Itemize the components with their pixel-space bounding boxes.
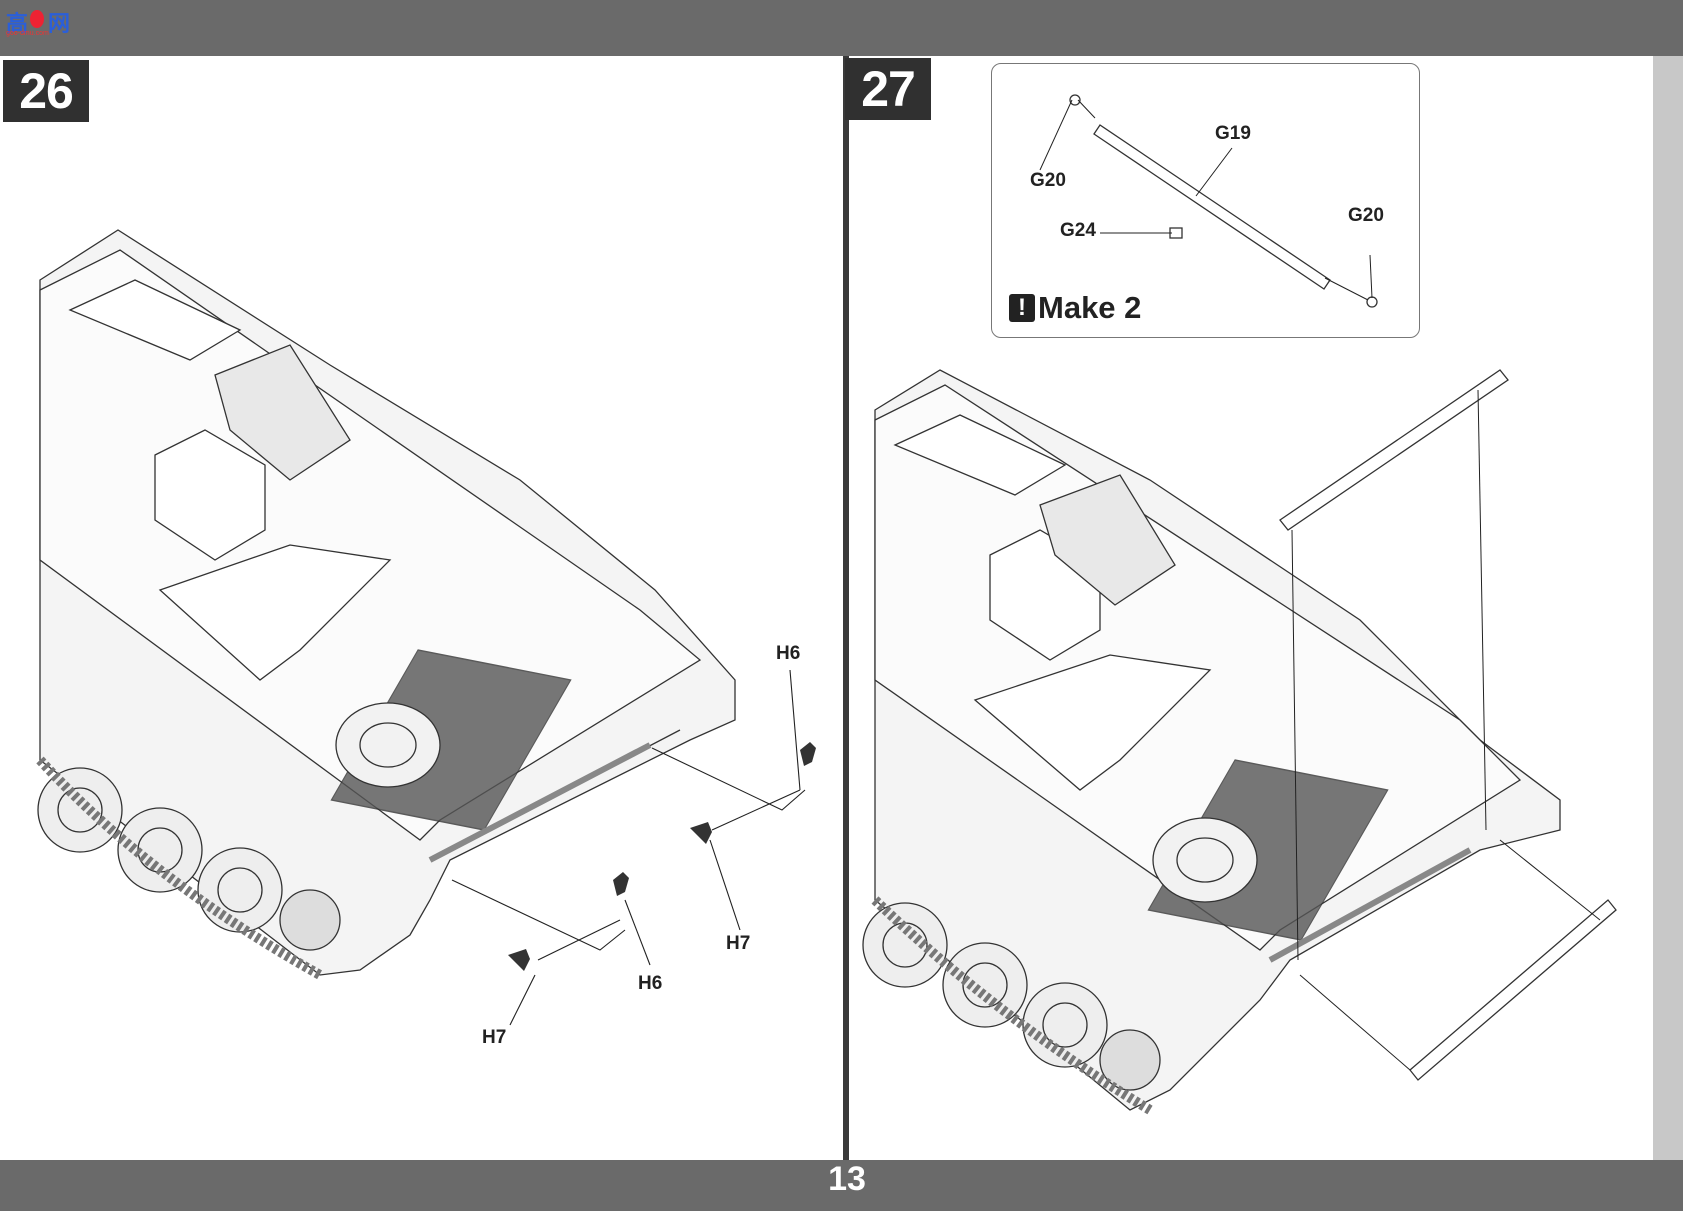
page-number: 13 bbox=[828, 1160, 866, 1198]
site-logo: 高 网 bbox=[6, 6, 70, 38]
bottom-band bbox=[0, 1160, 1683, 1211]
page-edge bbox=[1653, 56, 1683, 1160]
make-two-text: Make 2 bbox=[1038, 290, 1142, 325]
book-spine bbox=[843, 56, 849, 1160]
site-url: goo-dmu.com bbox=[6, 30, 49, 37]
step26-vehicle-drawing bbox=[36, 229, 736, 980]
step27-vehicle-drawing bbox=[862, 369, 1561, 1115]
part-label-h6-b: H6 bbox=[638, 973, 663, 994]
top-band bbox=[0, 0, 1683, 56]
logo-glyph-1: 高 bbox=[6, 11, 29, 36]
step-number-26: 26 bbox=[3, 60, 89, 122]
part-label-g24: G24 bbox=[1060, 220, 1096, 241]
step27-rods bbox=[1279, 369, 1617, 1081]
inset-leader-lines bbox=[1039, 99, 1373, 301]
part-label-h6-a: H6 bbox=[776, 643, 801, 664]
part-label-h7-b: H7 bbox=[482, 1027, 507, 1048]
part-label-h7-a: H7 bbox=[726, 933, 751, 954]
step-number-27: 27 bbox=[845, 58, 931, 120]
part-label-g19: G19 bbox=[1215, 123, 1251, 144]
part-label-g20-a: G20 bbox=[1030, 170, 1066, 191]
step26-leader-lines bbox=[451, 669, 806, 1026]
logo-glyph-2: 网 bbox=[48, 11, 71, 36]
part-label-g20-b: G20 bbox=[1348, 205, 1384, 226]
exclamation-icon: ! bbox=[1009, 294, 1035, 322]
step27-leader-lines bbox=[1291, 389, 1601, 1071]
step26-parts bbox=[508, 742, 816, 971]
logo-figure-icon bbox=[30, 10, 44, 28]
inset-rod-g19 bbox=[1069, 94, 1378, 308]
make-two-note: ! Make 2 bbox=[1009, 290, 1141, 326]
